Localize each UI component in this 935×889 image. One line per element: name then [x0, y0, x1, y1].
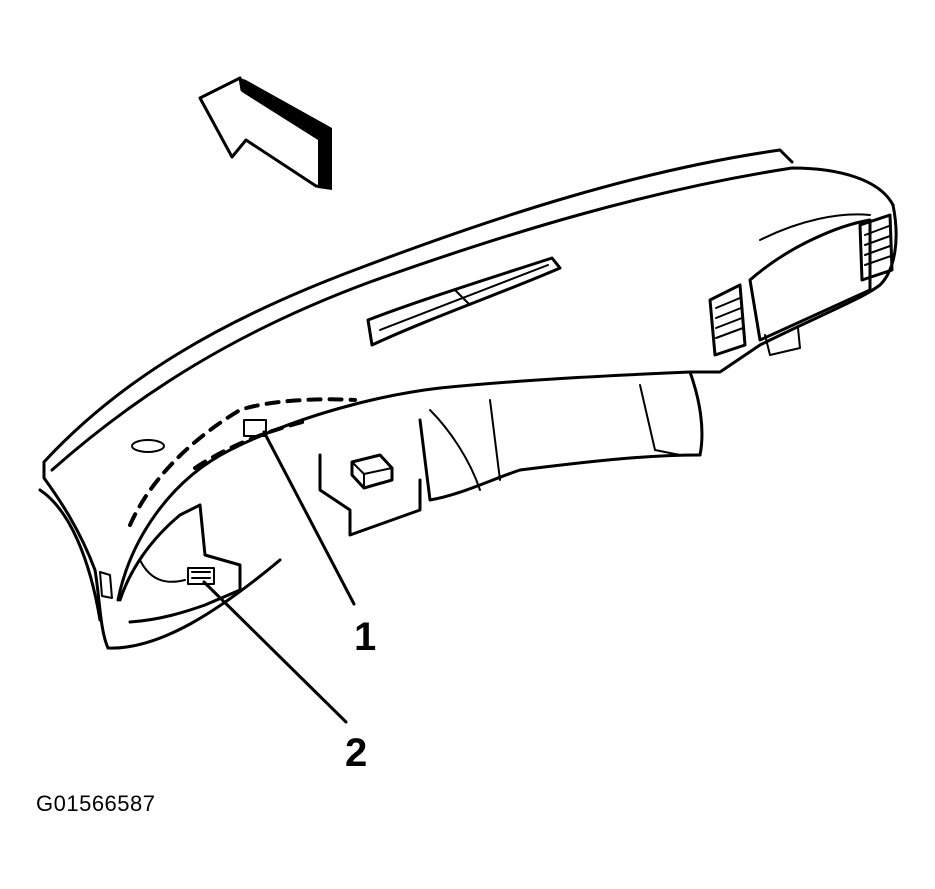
callout-number-1: 1 [354, 615, 376, 659]
figure-id: G01566587 [36, 791, 156, 816]
right-vent-assembly [708, 213, 894, 357]
leader-line-1 [262, 430, 356, 606]
hidden-module-dashed [128, 397, 357, 527]
leader-line-2 [202, 580, 348, 724]
center-module [350, 453, 394, 490]
defroster-grille [366, 256, 562, 347]
connector-component [187, 567, 215, 585]
callout-number-2: 2 [345, 731, 367, 775]
instrument-panel-body [38, 148, 898, 650]
panel-emblem-icon [131, 439, 165, 453]
forward-arrow-icon [198, 76, 332, 190]
